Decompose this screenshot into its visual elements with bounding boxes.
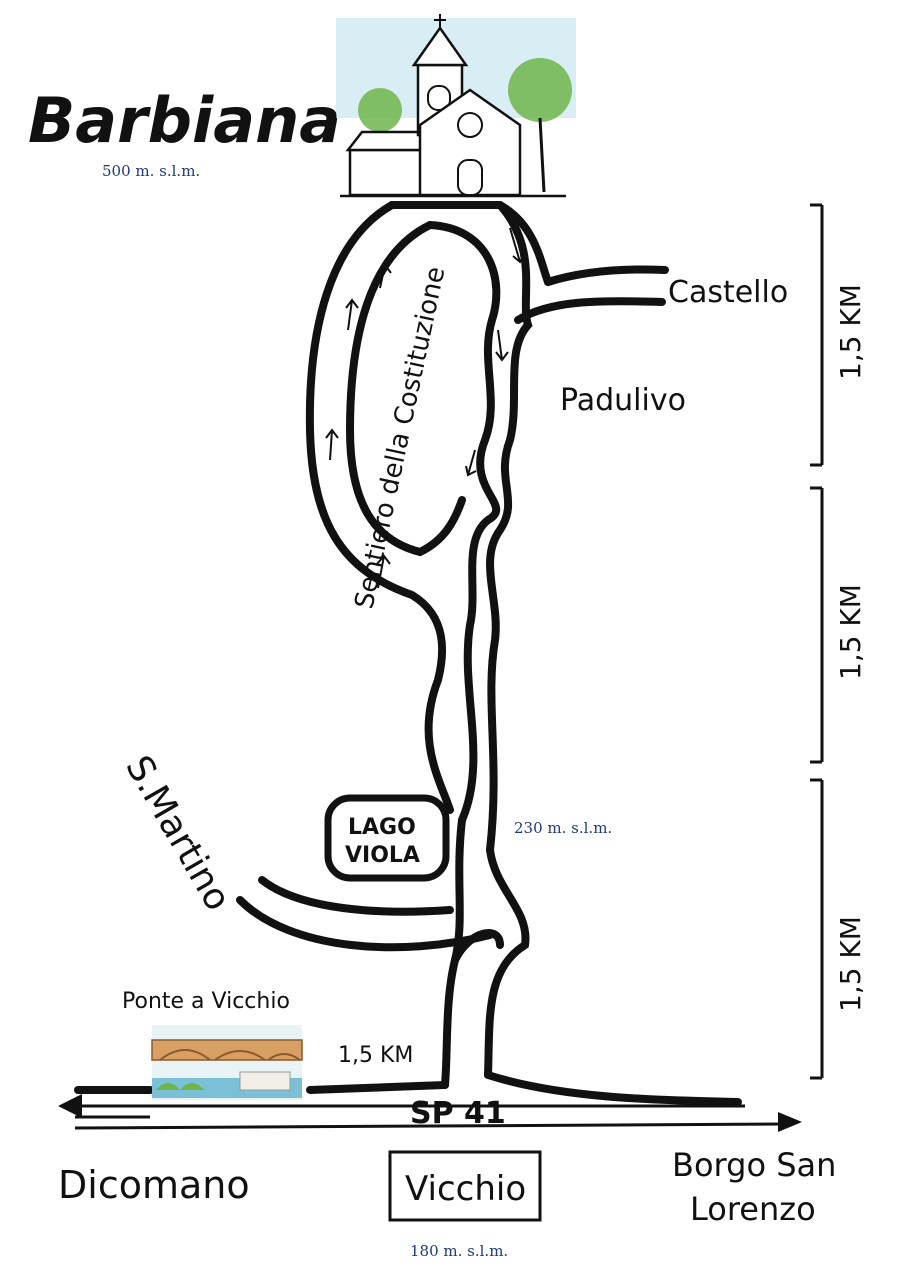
distance-label-1: 1,5 KM [834,284,867,380]
elevation-mid: 230 m. s.l.m. [514,819,612,837]
arrow-left-icon [58,1094,82,1118]
distance-label-3: 1,5 KM [834,916,867,1012]
vicchio-label: Vicchio [405,1169,526,1209]
trail-arrows [325,227,526,589]
church-illustration [336,14,576,198]
map-title: Barbiana [28,84,341,157]
castello-road [544,265,669,286]
bridge-illustration [151,1025,303,1100]
arrow-right-icon [778,1112,802,1132]
borgo-label-line2: Lorenzo [690,1190,816,1228]
castello-label: Castello [668,275,788,310]
trail-outer-road [305,201,454,814]
trail-inner-road [345,221,466,557]
ponte-distance-label: 1,5 KM [338,1043,413,1068]
distance-bracket [810,203,824,1080]
sp41-lines [70,1104,791,1130]
ponte-label: Ponte a Vicchio [122,989,290,1014]
borgo-label-line1: Borgo San [672,1146,836,1184]
dicomano-label: Dicomano [58,1163,250,1207]
roads [74,201,742,1106]
lago-viola-box [324,794,450,882]
san-martino-road-upper [258,876,454,916]
distance-label-2: 1,5 KM [834,584,867,680]
vicchio-junction-road [451,929,504,964]
lago-label-line1: LAGO [348,815,416,840]
san-martino-label: S.Martino [117,749,238,918]
padulivo-road [514,297,666,324]
san-martino-road-lower [236,896,494,952]
road-label: SP 41 [410,1096,506,1131]
lago-label-line2: VIOLA [345,843,420,868]
sp41-east-road [484,1071,742,1106]
main-road-right [484,846,530,1079]
elevation-top: 500 m. s.l.m. [102,162,200,180]
winding-road-right [486,201,533,854]
vicchio-box [388,1150,542,1222]
winding-road-left [426,221,501,824]
elevation-bottom: 180 m. s.l.m. [410,1242,508,1260]
padulivo-label: Padulivo [560,383,686,418]
sp41-north-road [306,1081,449,1094]
